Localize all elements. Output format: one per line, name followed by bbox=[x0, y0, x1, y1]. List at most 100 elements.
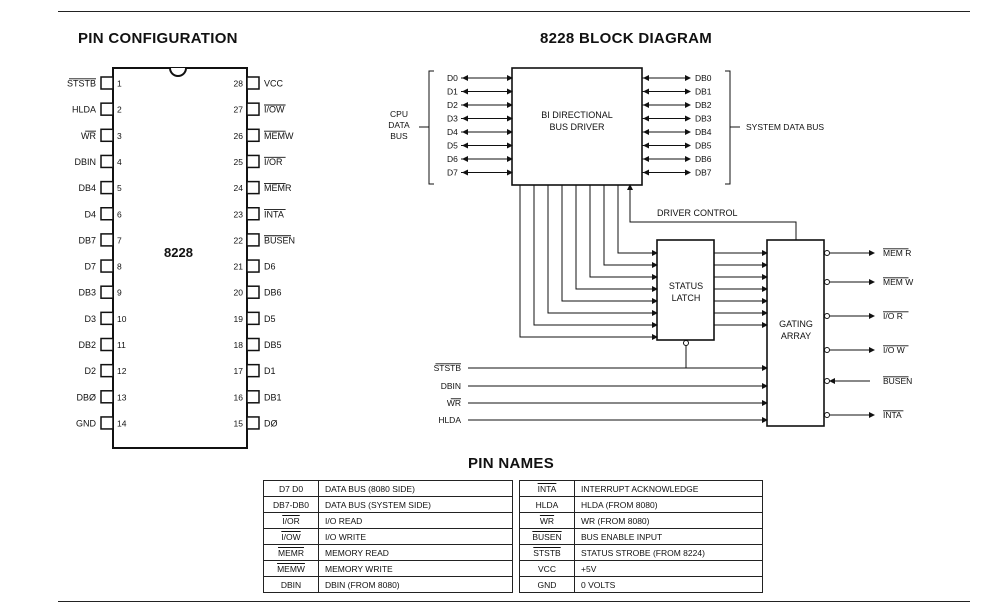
pin-1-box bbox=[100, 76, 114, 90]
pin-3-box bbox=[100, 128, 114, 143]
strobe-bubble bbox=[683, 340, 689, 346]
pin-number: 12 bbox=[117, 366, 127, 376]
cpu-bus-brace bbox=[428, 70, 434, 185]
output-bubble bbox=[824, 347, 830, 353]
pin-label: D4 bbox=[84, 209, 96, 219]
pin-25-box bbox=[246, 154, 260, 169]
pin-4-box bbox=[100, 154, 114, 169]
block-diagram-title: 8228 BLOCK DIAGRAM bbox=[540, 30, 713, 47]
input-label: DBIN bbox=[441, 381, 461, 391]
status-line bbox=[603, 185, 658, 268]
pin-28-box bbox=[246, 76, 260, 90]
status-latch-label-2: LATCH bbox=[672, 293, 701, 303]
pin-11-box bbox=[100, 337, 114, 352]
pin-label: DBØ bbox=[76, 392, 96, 402]
input-label: HLDA bbox=[438, 415, 461, 425]
status-line bbox=[617, 185, 658, 256]
bottom-rule bbox=[58, 601, 970, 602]
signal-name: DB7-DB0 bbox=[263, 496, 319, 513]
pin-configuration-title: PIN CONFIGURATION bbox=[78, 30, 238, 47]
pin-15-box bbox=[246, 416, 260, 430]
signal-description: BUS ENABLE INPUT bbox=[574, 528, 763, 545]
pin-label: HLDA bbox=[72, 105, 96, 115]
output-label: MEM R bbox=[883, 248, 911, 258]
pin-label: DB4 bbox=[78, 183, 96, 193]
pin-17-box bbox=[246, 363, 260, 378]
status-line bbox=[547, 185, 658, 316]
pin-number: 2 bbox=[117, 105, 122, 115]
driver-control-line bbox=[627, 184, 797, 240]
status-latch-label-1: STATUS bbox=[669, 281, 703, 291]
pin-label: D6 bbox=[264, 262, 276, 272]
output-label: I/O W bbox=[883, 345, 905, 355]
signal-description: +5V bbox=[574, 560, 763, 577]
system-data-line-label: DB7 bbox=[695, 168, 712, 178]
pin-number: 4 bbox=[117, 157, 122, 167]
pin-19-box bbox=[246, 311, 260, 326]
signal-description: WR (FROM 8080) bbox=[574, 512, 763, 529]
output-bubble bbox=[824, 279, 830, 285]
output-label: INTA bbox=[883, 410, 902, 420]
pin-label: DB1 bbox=[264, 392, 282, 402]
signal-description: INTERRUPT ACKNOWLEDGE bbox=[574, 480, 763, 497]
pin-number: 10 bbox=[117, 314, 127, 324]
signal-description: 0 VOLTS bbox=[574, 576, 763, 593]
pin-24-box bbox=[246, 180, 260, 195]
signal-name: DBIN bbox=[263, 576, 319, 593]
pin-label: GND bbox=[76, 418, 97, 428]
output-bubble bbox=[824, 378, 830, 384]
pin-13-box bbox=[100, 390, 114, 404]
status-line bbox=[519, 185, 658, 340]
output-bubble bbox=[824, 313, 830, 319]
pin-label: INTA bbox=[264, 209, 284, 219]
pin-number: 18 bbox=[234, 340, 244, 350]
pin-5-box bbox=[100, 180, 114, 195]
pin-number: 22 bbox=[234, 235, 244, 245]
pin-23-box bbox=[246, 207, 260, 221]
system-data-line-label: DB6 bbox=[695, 154, 712, 164]
pin-label: D3 bbox=[84, 314, 96, 324]
pin-number: 27 bbox=[234, 105, 244, 115]
status-line bbox=[561, 185, 658, 304]
pin-number: 21 bbox=[234, 262, 244, 272]
pin-number: 17 bbox=[234, 366, 244, 376]
status-line bbox=[533, 185, 658, 328]
system-data-line-label: DB3 bbox=[695, 114, 712, 124]
signal-name: D7 D0 bbox=[263, 480, 319, 497]
signal-name: GND bbox=[519, 576, 575, 593]
cpu-data-line-label: D2 bbox=[447, 100, 458, 110]
system-data-line-label: DB4 bbox=[695, 127, 712, 137]
pin-26-box bbox=[246, 128, 260, 143]
pin-names-title: PIN NAMES bbox=[468, 455, 555, 472]
cpu-data-line-label: D4 bbox=[447, 127, 458, 137]
pin-label: DØ bbox=[264, 418, 278, 428]
pin-label: DB5 bbox=[264, 340, 282, 350]
pin-number: 16 bbox=[234, 392, 244, 402]
pin-number: 26 bbox=[234, 131, 244, 141]
cpu-data-line-label: D1 bbox=[447, 87, 458, 97]
pin-14-box bbox=[100, 416, 114, 430]
signal-description: STATUS STROBE (FROM 8224) bbox=[574, 544, 763, 561]
pin-number: 9 bbox=[117, 288, 122, 298]
cpu-data-line-label: D3 bbox=[447, 114, 458, 124]
pin-label: D7 bbox=[84, 262, 96, 272]
pin-18-box bbox=[246, 337, 260, 352]
output-bubble bbox=[824, 250, 830, 256]
pin-8-box bbox=[100, 259, 114, 273]
cpu-data-line-label: D6 bbox=[447, 154, 458, 164]
pin-number: 8 bbox=[117, 262, 122, 272]
gating-array-label-2: ARRAY bbox=[781, 331, 811, 341]
input-label: WR bbox=[447, 398, 461, 408]
pin-label: WR bbox=[81, 131, 96, 141]
cpu-bus-label-3: BUS bbox=[390, 131, 408, 141]
pin-10-box bbox=[100, 311, 114, 326]
pin-number: 5 bbox=[117, 183, 122, 193]
pin-number: 28 bbox=[234, 79, 244, 89]
system-bus-brace bbox=[725, 70, 731, 185]
